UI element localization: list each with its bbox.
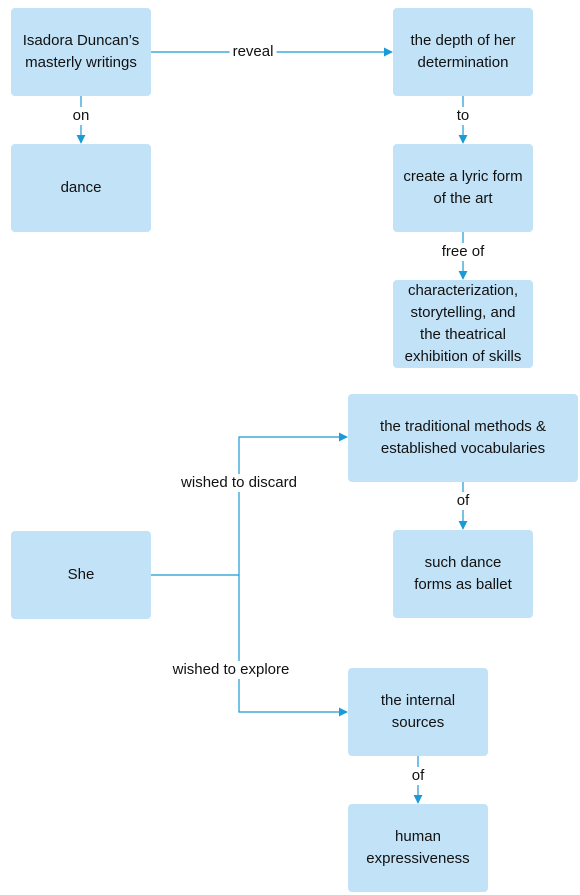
edge-label-to: to <box>453 107 473 125</box>
edge-label-wished-to-explore: wished to explore <box>169 661 293 679</box>
edge-label-of-traditional: of <box>453 492 473 510</box>
edge-label-wished-to-discard: wished to discard <box>178 474 300 492</box>
edge-wished-to-explore-line <box>238 575 348 717</box>
edge-label-reveal: reveal <box>229 43 277 61</box>
node-human-expressiveness: human expressiveness <box>348 804 488 892</box>
node-lyric-form: create a lyric form of the art <box>393 144 533 232</box>
node-internal-sources: the internal sources <box>348 668 488 756</box>
node-depth-determination: the depth of her determination <box>393 8 533 96</box>
edge-label-free-of: free of <box>438 243 488 261</box>
node-ballet: such dance forms as ballet <box>393 530 533 618</box>
edge-label-on: on <box>69 107 93 125</box>
edge-label-of-internal: of <box>408 767 428 785</box>
node-traditional-methods: the traditional methods & established vo… <box>348 394 578 482</box>
node-isadora-writings: Isadora Duncan’s masterly writings <box>11 8 151 96</box>
edge-wished-to-discard-line <box>238 432 348 575</box>
node-she: She <box>11 531 151 619</box>
node-dance: dance <box>11 144 151 232</box>
node-characterization: characterization, storytelling, and the … <box>393 280 533 368</box>
